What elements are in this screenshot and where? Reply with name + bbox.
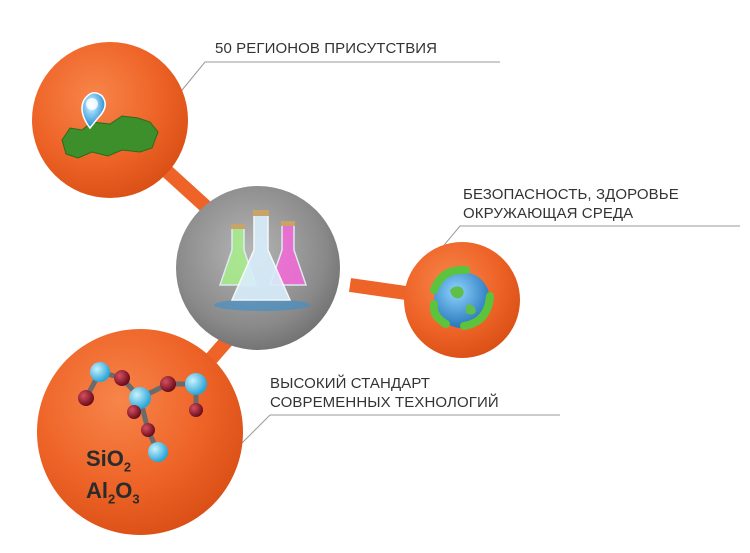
- label-safety-line2: ОКРУЖАЮЩАЯ СРЕДА: [463, 205, 634, 222]
- label-tech-line2: СОВРЕМЕННЫХ ТЕХНОЛОГИЙ: [270, 394, 499, 411]
- label-tech-line1: ВЫСОКИЙ СТАНДАРТ: [270, 375, 431, 392]
- label-regions: 50 РЕГИОНОВ ПРИСУТСТВИЯ: [215, 40, 438, 57]
- leader-line-regions: [177, 61, 500, 96]
- label-safety-line1: БЕЗОПАСНОСТЬ, ЗДОРОВЬЕ: [463, 186, 679, 203]
- recycle-globe-icon: [429, 265, 494, 330]
- formula-o-sub: 3: [132, 491, 140, 507]
- formula-o-symbol: O: [115, 478, 133, 503]
- formula-sio2-main: SiO: [86, 446, 124, 471]
- formula-al2o3: Al2O3: [86, 478, 140, 506]
- center-node: [176, 186, 340, 350]
- formula-sio2-sub: 2: [123, 459, 132, 475]
- russia-map-pin-icon: [61, 92, 159, 159]
- formula-al-sub: 2: [108, 491, 116, 507]
- tech-node: [37, 329, 243, 535]
- flasks-icon: [214, 210, 310, 311]
- safety-node: [404, 242, 520, 358]
- leader-line-tech: [239, 414, 560, 446]
- formula-al-symbol: Al: [86, 478, 108, 503]
- regions-node: [32, 42, 188, 198]
- molecule-icon: [78, 362, 207, 462]
- formula-sio2: SiO2: [86, 446, 131, 474]
